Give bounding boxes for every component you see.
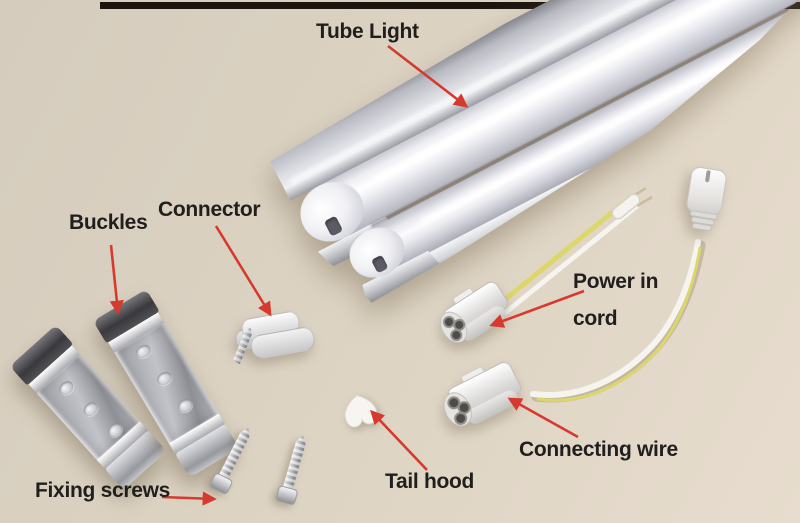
screw1-head [208,471,234,496]
top-border-strip [100,2,800,9]
buckle1-hole-1 [56,378,76,398]
label-power-in-line1: Power in [573,270,659,293]
screw2-head [274,484,299,506]
tail-hood-piece [344,394,378,428]
label-tube-light: Tube Light [316,20,419,43]
fixing-screw-2 [273,433,312,508]
label-connector: Connector [158,198,261,221]
buckle2-hole-1 [133,342,153,361]
label-tail-hood: Tail hood [385,470,475,493]
buckle2-hole-2 [154,369,174,388]
screw2-shaft [283,434,308,491]
label-power-in-line2: cord [573,307,618,330]
arrow-connector [214,225,272,317]
arrow-buckles [109,244,124,315]
buckle1-hole-2 [81,399,101,419]
label-power-in-cord: Power in cord [573,263,658,337]
label-fixing-screws: Fixing screws [35,479,170,502]
connecting-wire-connector [431,349,538,444]
buckle2-hole-3 [175,396,195,415]
label-connecting-wire: Connecting wire [519,438,678,461]
label-buckles: Buckles [69,211,148,234]
